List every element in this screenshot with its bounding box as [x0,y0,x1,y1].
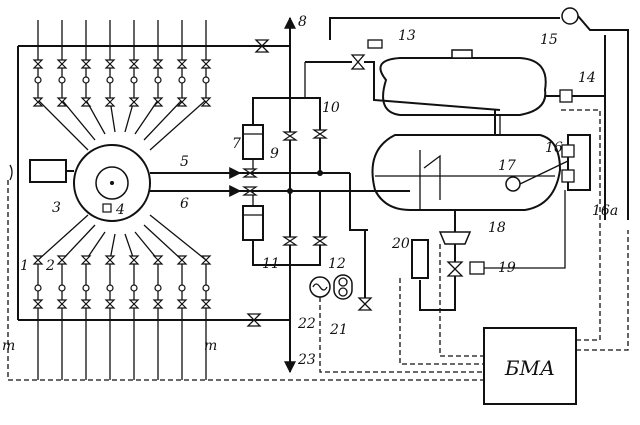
label-16a: 16а [592,203,618,219]
instrument-13 [350,39,501,111]
bottom-valve-line [206,313,290,327]
separator-units [242,124,264,241]
signal-lines [7,109,629,381]
label-23: 23 [297,352,316,368]
label-18: 18 [488,220,506,236]
label-19: 19 [498,260,516,276]
bottom-branch-valves [32,214,212,320]
valve-cluster [240,97,350,266]
label-13: 13 [398,28,416,44]
label-21: 21 [329,322,348,338]
label-20: 20 [391,236,410,252]
label-1: 1 [20,258,29,274]
bottom-header-pipe [18,319,290,380]
float-17 [505,159,571,192]
label-5: 5 [180,154,189,170]
label-15: 15 [540,32,558,48]
control-unit: БМА [483,327,577,405]
label-12: 12 [328,256,346,272]
liquid-outlet [411,190,566,311]
level-switch-16 [561,134,591,191]
label-10: 10 [322,100,340,116]
label-11: 11 [262,256,280,272]
drive-unit [9,159,74,183]
top-well-lines [37,20,207,46]
top-branch-valves [32,46,212,151]
distributor [73,144,151,222]
label-m-right: m [204,338,217,354]
label-14: 14 [578,70,596,86]
labels: 1 2 3 4 5 6 7 8 9 10 11 12 13 14 15 16 1… [2,14,618,368]
label-6: 6 [180,196,189,212]
label-m-left: m [2,338,15,354]
label-8: 8 [298,14,307,30]
label-9: 9 [270,146,279,162]
label-3: 3 [52,200,61,216]
outlet-lines [150,167,242,197]
control-unit-label: БМА [504,356,555,380]
meters-21-22 [309,229,373,311]
label-22: 22 [297,316,316,332]
label-16: 16 [545,140,563,156]
label-7: 7 [232,136,241,152]
top-valve-line [230,39,290,53]
label-2: 2 [45,258,55,274]
label-4: 4 [115,202,125,218]
label-17: 17 [498,158,516,174]
gas-outlet-line [329,7,629,220]
separator-vessel [371,49,562,211]
